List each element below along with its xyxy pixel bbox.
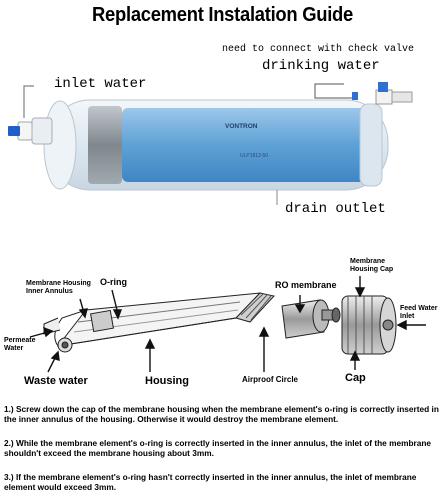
housing-right-end: [359, 103, 383, 187]
brand-text: VONTRON: [225, 123, 258, 130]
model-text: ULP1812-50: [240, 153, 268, 159]
housing-left-cap: [43, 100, 77, 190]
waste-water-label: Waste water: [24, 375, 88, 387]
cap-label: Cap: [345, 372, 366, 384]
membrane-housing-cap-label: Membrane Housing Cap: [350, 258, 394, 273]
airproof-circle-label: Airproof Circle: [242, 375, 299, 384]
feed-water-inlet-label: Feed Water Inlet: [400, 305, 438, 320]
housing-drawing: [43, 292, 275, 353]
housing-label: Housing: [145, 375, 189, 387]
inlet-pointer: [23, 85, 34, 118]
outlet-fitting: [375, 89, 393, 105]
ro-membrane-drawing: [281, 299, 341, 339]
instruction-1: 1.) Screw down the cap of the membrane h…: [4, 404, 439, 424]
inlet-water-label: inlet water: [54, 76, 147, 92]
drain-outlet-label: drain outlet: [285, 201, 386, 217]
drinking-water-label: drinking water: [262, 58, 380, 74]
o-ring-label: O-ring: [100, 277, 127, 287]
inlet-fitting: [17, 121, 33, 141]
check-valve-note: need to connect with check valve: [222, 44, 415, 55]
inner-annulus-label: Membrane Housing Inner Annulus: [26, 280, 91, 295]
membrane-band: [88, 106, 122, 184]
membrane-element: [122, 108, 372, 182]
cap-drawing: [341, 295, 397, 355]
drinking-pointer: [314, 83, 354, 99]
ro-membrane-label: RO membrane: [275, 280, 337, 290]
bottom-arrows: [29, 276, 426, 373]
page-title: Replacement Instalation Guide: [92, 4, 353, 26]
instruction-2: 2.) While the membrane element's o-ring …: [4, 438, 432, 458]
instruction-3: 3.) If the membrane element's o-ring has…: [4, 472, 417, 492]
permeate-water-label: Permeate Water: [4, 337, 36, 352]
